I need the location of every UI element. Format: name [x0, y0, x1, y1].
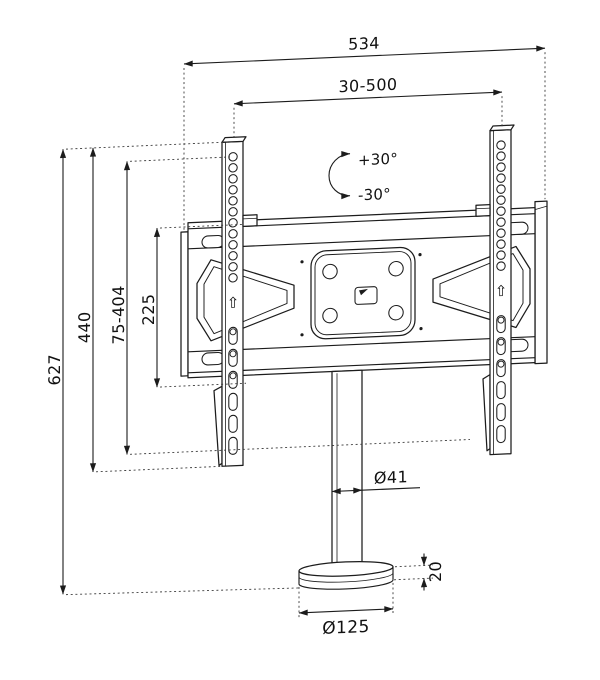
extension-line [66, 141, 230, 150]
left-rail-top-face [221, 136, 247, 143]
left-brace-arm-inner [203, 266, 288, 335]
plate-pin-hole [419, 327, 423, 331]
right-brace-arm-inner [439, 253, 524, 322]
plate-left-flange [180, 231, 189, 377]
left-rail-hook-edge [243, 217, 257, 220]
pole [331, 369, 363, 566]
base-rim-line [298, 572, 394, 583]
plate-bottom-rail-line [188, 336, 535, 353]
plate-bottom-rail-line [188, 357, 535, 374]
extension-line [160, 382, 246, 388]
right-rail-holes [496, 140, 506, 271]
dim-base-thickness-label: 20 [426, 560, 445, 582]
right-rail-hook-tab [475, 203, 491, 217]
rotation-arc [328, 151, 351, 200]
base-top [298, 560, 394, 577]
up-arrow-icon: ⇧ [227, 294, 240, 313]
dim-rail-spacing-label: 30-500 [338, 75, 397, 97]
dim-rail-height-label: 440 [75, 311, 94, 344]
left-rail-holes [228, 152, 238, 283]
plate-right-flange-edge [534, 205, 548, 211]
left-rail-slots [228, 326, 238, 455]
left-rail: ⇧ [213, 136, 258, 467]
right-rail-top-face [489, 124, 515, 132]
dim-overall-width-line [183, 45, 546, 67]
extension-line [65, 587, 300, 596]
vesa-plate-inner [314, 251, 412, 336]
vesa-hole [322, 307, 338, 324]
left-brace-arm [196, 259, 295, 342]
dim-base-diameter-label: Ø125 [322, 617, 369, 639]
right-rail-slots [496, 315, 506, 444]
dimension-annotations: 534 30-500 +30° -30° 627 440 75-404 225 [45, 33, 546, 639]
base [298, 560, 394, 590]
plate-pin-hole [300, 333, 304, 337]
plate-pin-hole [300, 260, 304, 264]
plate-slot [201, 234, 225, 249]
vesa-hole [388, 260, 404, 277]
base-bottom [298, 579, 394, 590]
plate-right-flange [534, 200, 548, 365]
left-rail-flap [213, 385, 223, 467]
extension-line [130, 156, 230, 162]
dim-pole-diameter-line [331, 487, 363, 495]
plate-slot [201, 351, 225, 366]
plate-pin-hole [418, 253, 422, 257]
vesa-hole [322, 263, 338, 280]
rotation-minus-label: -30° [358, 185, 391, 204]
right-rail-hook-edge [476, 207, 490, 210]
dim-overall-width-label: 534 [348, 33, 380, 53]
dim-base-diameter-line [298, 606, 394, 616]
vesa-latch-notch [359, 288, 368, 296]
dim-pole-diameter-leader [362, 487, 420, 491]
dim-height-range-label: 75-404 [109, 285, 128, 345]
dim-overall-height-label: 627 [45, 353, 64, 386]
dim-pole-diameter-label: Ø41 [374, 467, 408, 487]
dim-rail-spacing-line [233, 89, 503, 107]
vesa-plate [310, 246, 416, 340]
extension-line [96, 465, 228, 473]
vesa-center-latch [354, 286, 378, 305]
vesa-hole [388, 304, 404, 321]
dim-hole-span-label: 225 [139, 293, 158, 326]
pole-stand [298, 369, 394, 590]
extension-line [395, 564, 433, 568]
extension-line [394, 577, 433, 581]
right-rail: ⇧ [475, 124, 515, 456]
extension-line [130, 439, 470, 455]
up-arrow-icon: ⇧ [495, 282, 508, 301]
left-rail-hook-tab [242, 214, 258, 228]
right-rail-flap [482, 373, 491, 452]
plate-top-rail-line [188, 233, 535, 250]
rotation-plus-label: +30° [358, 150, 398, 170]
